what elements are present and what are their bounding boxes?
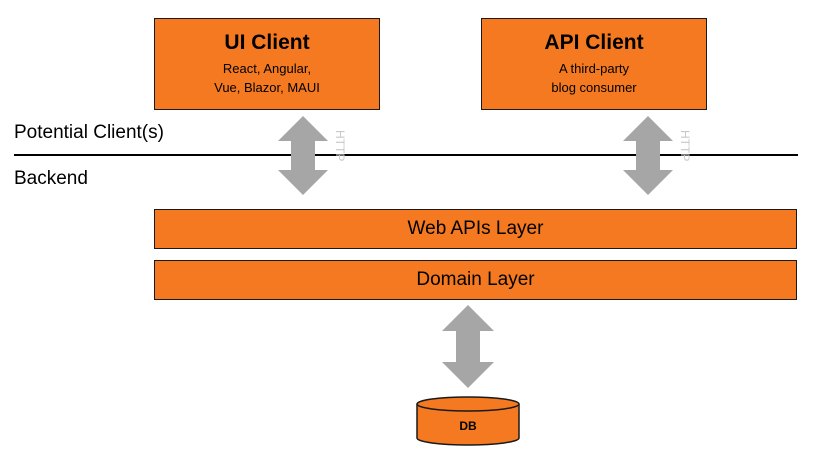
domain-layer-label: Domain Layer [416, 269, 535, 290]
backend-label: Backend [14, 168, 88, 189]
api-client-desc-line1: A third-party [558, 61, 630, 76]
ui-client-title: UI Client [224, 31, 310, 54]
api-http-double-arrow [623, 116, 673, 195]
api-client-title: API Client [544, 31, 644, 54]
database-cylinder: DB [416, 396, 520, 446]
api-client-desc-line2: blog consumer [551, 80, 637, 95]
ui-http-double-arrow [278, 116, 328, 195]
potential-clients-label: Potential Client(s) [14, 122, 164, 143]
web-apis-layer-label: Web APIs Layer [407, 218, 544, 239]
domain-db-double-arrow [442, 305, 494, 388]
web-apis-layer: Web APIs Layer [154, 209, 797, 249]
ui-http-label: HTTP [333, 130, 347, 161]
api-client-box: API Client A third-party blog consumer [481, 18, 707, 110]
ui-client-frameworks-line2: Vue, Blazor, MAUI [214, 80, 320, 95]
domain-layer: Domain Layer [154, 260, 797, 300]
client-backend-divider [14, 154, 798, 156]
db-label: DB [459, 419, 477, 433]
ui-client-frameworks-line1: React, Angular, [222, 61, 312, 76]
api-http-label: HTTP [678, 130, 692, 161]
ui-client-box: UI Client React, Angular, Vue, Blazor, M… [154, 18, 380, 110]
